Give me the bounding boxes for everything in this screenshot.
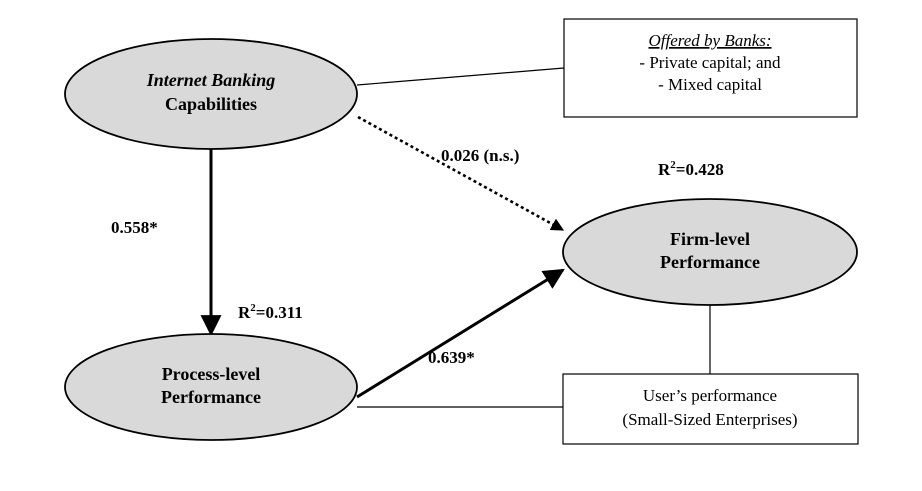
path-arrow-plp-to-flp — [356, 268, 565, 399]
r-squared-flp: R2=0.428 — [658, 159, 724, 179]
box-users-line1: User’s performance — [643, 386, 777, 405]
node-ibc-line2: Capabilities — [165, 94, 257, 114]
box-banks-line1: - Private capital; and — [639, 53, 781, 72]
box-offered-by-banks: Offered by Banks: - Private capital; and… — [563, 18, 858, 118]
path-arrow-ibc-to-flp — [357, 115, 565, 232]
node-flp-line1: Firm-level — [670, 229, 750, 249]
box-users-line2: (Small-Sized Enterprises) — [622, 410, 797, 429]
box-banks-line2: - Mixed capital — [658, 75, 762, 94]
node-process-level-performance: Process-level Performance — [64, 333, 358, 441]
node-plp-line2: Performance — [161, 387, 261, 407]
node-internet-banking-capabilities: Internet Banking Capabilities — [64, 38, 358, 150]
node-ibc-line1: Internet Banking — [146, 70, 276, 90]
node-flp-line2: Performance — [660, 252, 760, 272]
box-users-performance: User’s performance (Small-Sized Enterpri… — [562, 373, 859, 445]
path-label-plp-to-flp: 0.639* — [428, 348, 475, 367]
box-banks-heading: Offered by Banks: — [648, 31, 771, 50]
connector-ibc-banks — [356, 67, 565, 86]
r-squared-plp: R2=0.311 — [238, 302, 303, 322]
node-firm-level-performance: Firm-level Performance — [562, 198, 858, 306]
node-plp-line1: Process-level — [162, 364, 261, 384]
path-label-ibc-to-plp: 0.558* — [111, 218, 158, 237]
path-label-ibc-to-flp: 0.026 (n.s.) — [441, 146, 519, 165]
